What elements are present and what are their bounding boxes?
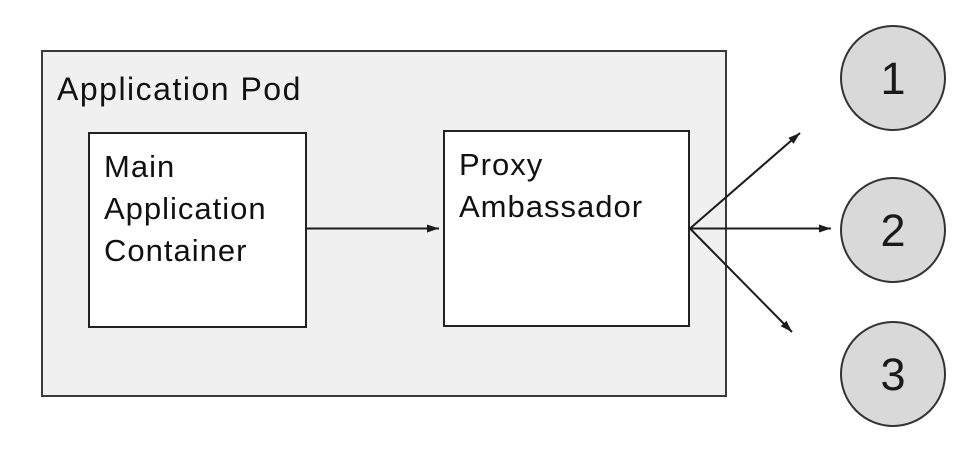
endpoint-circle-3: 3	[840, 321, 946, 427]
endpoint-3-label: 3	[880, 348, 906, 400]
main-application-container-label: Main Application Container	[104, 149, 267, 268]
endpoint-circle-2: 2	[840, 177, 946, 283]
endpoint-circle-1: 1	[840, 25, 946, 131]
proxy-ambassador-label: Proxy Ambassador	[459, 147, 644, 224]
endpoint-2-label: 2	[880, 204, 906, 256]
endpoint-1-label: 1	[880, 52, 906, 104]
application-pod-label: Application Pod	[57, 71, 302, 107]
node-proxy-ambassador: Proxy Ambassador	[443, 130, 690, 327]
node-main-application-container: Main Application Container	[88, 132, 307, 328]
